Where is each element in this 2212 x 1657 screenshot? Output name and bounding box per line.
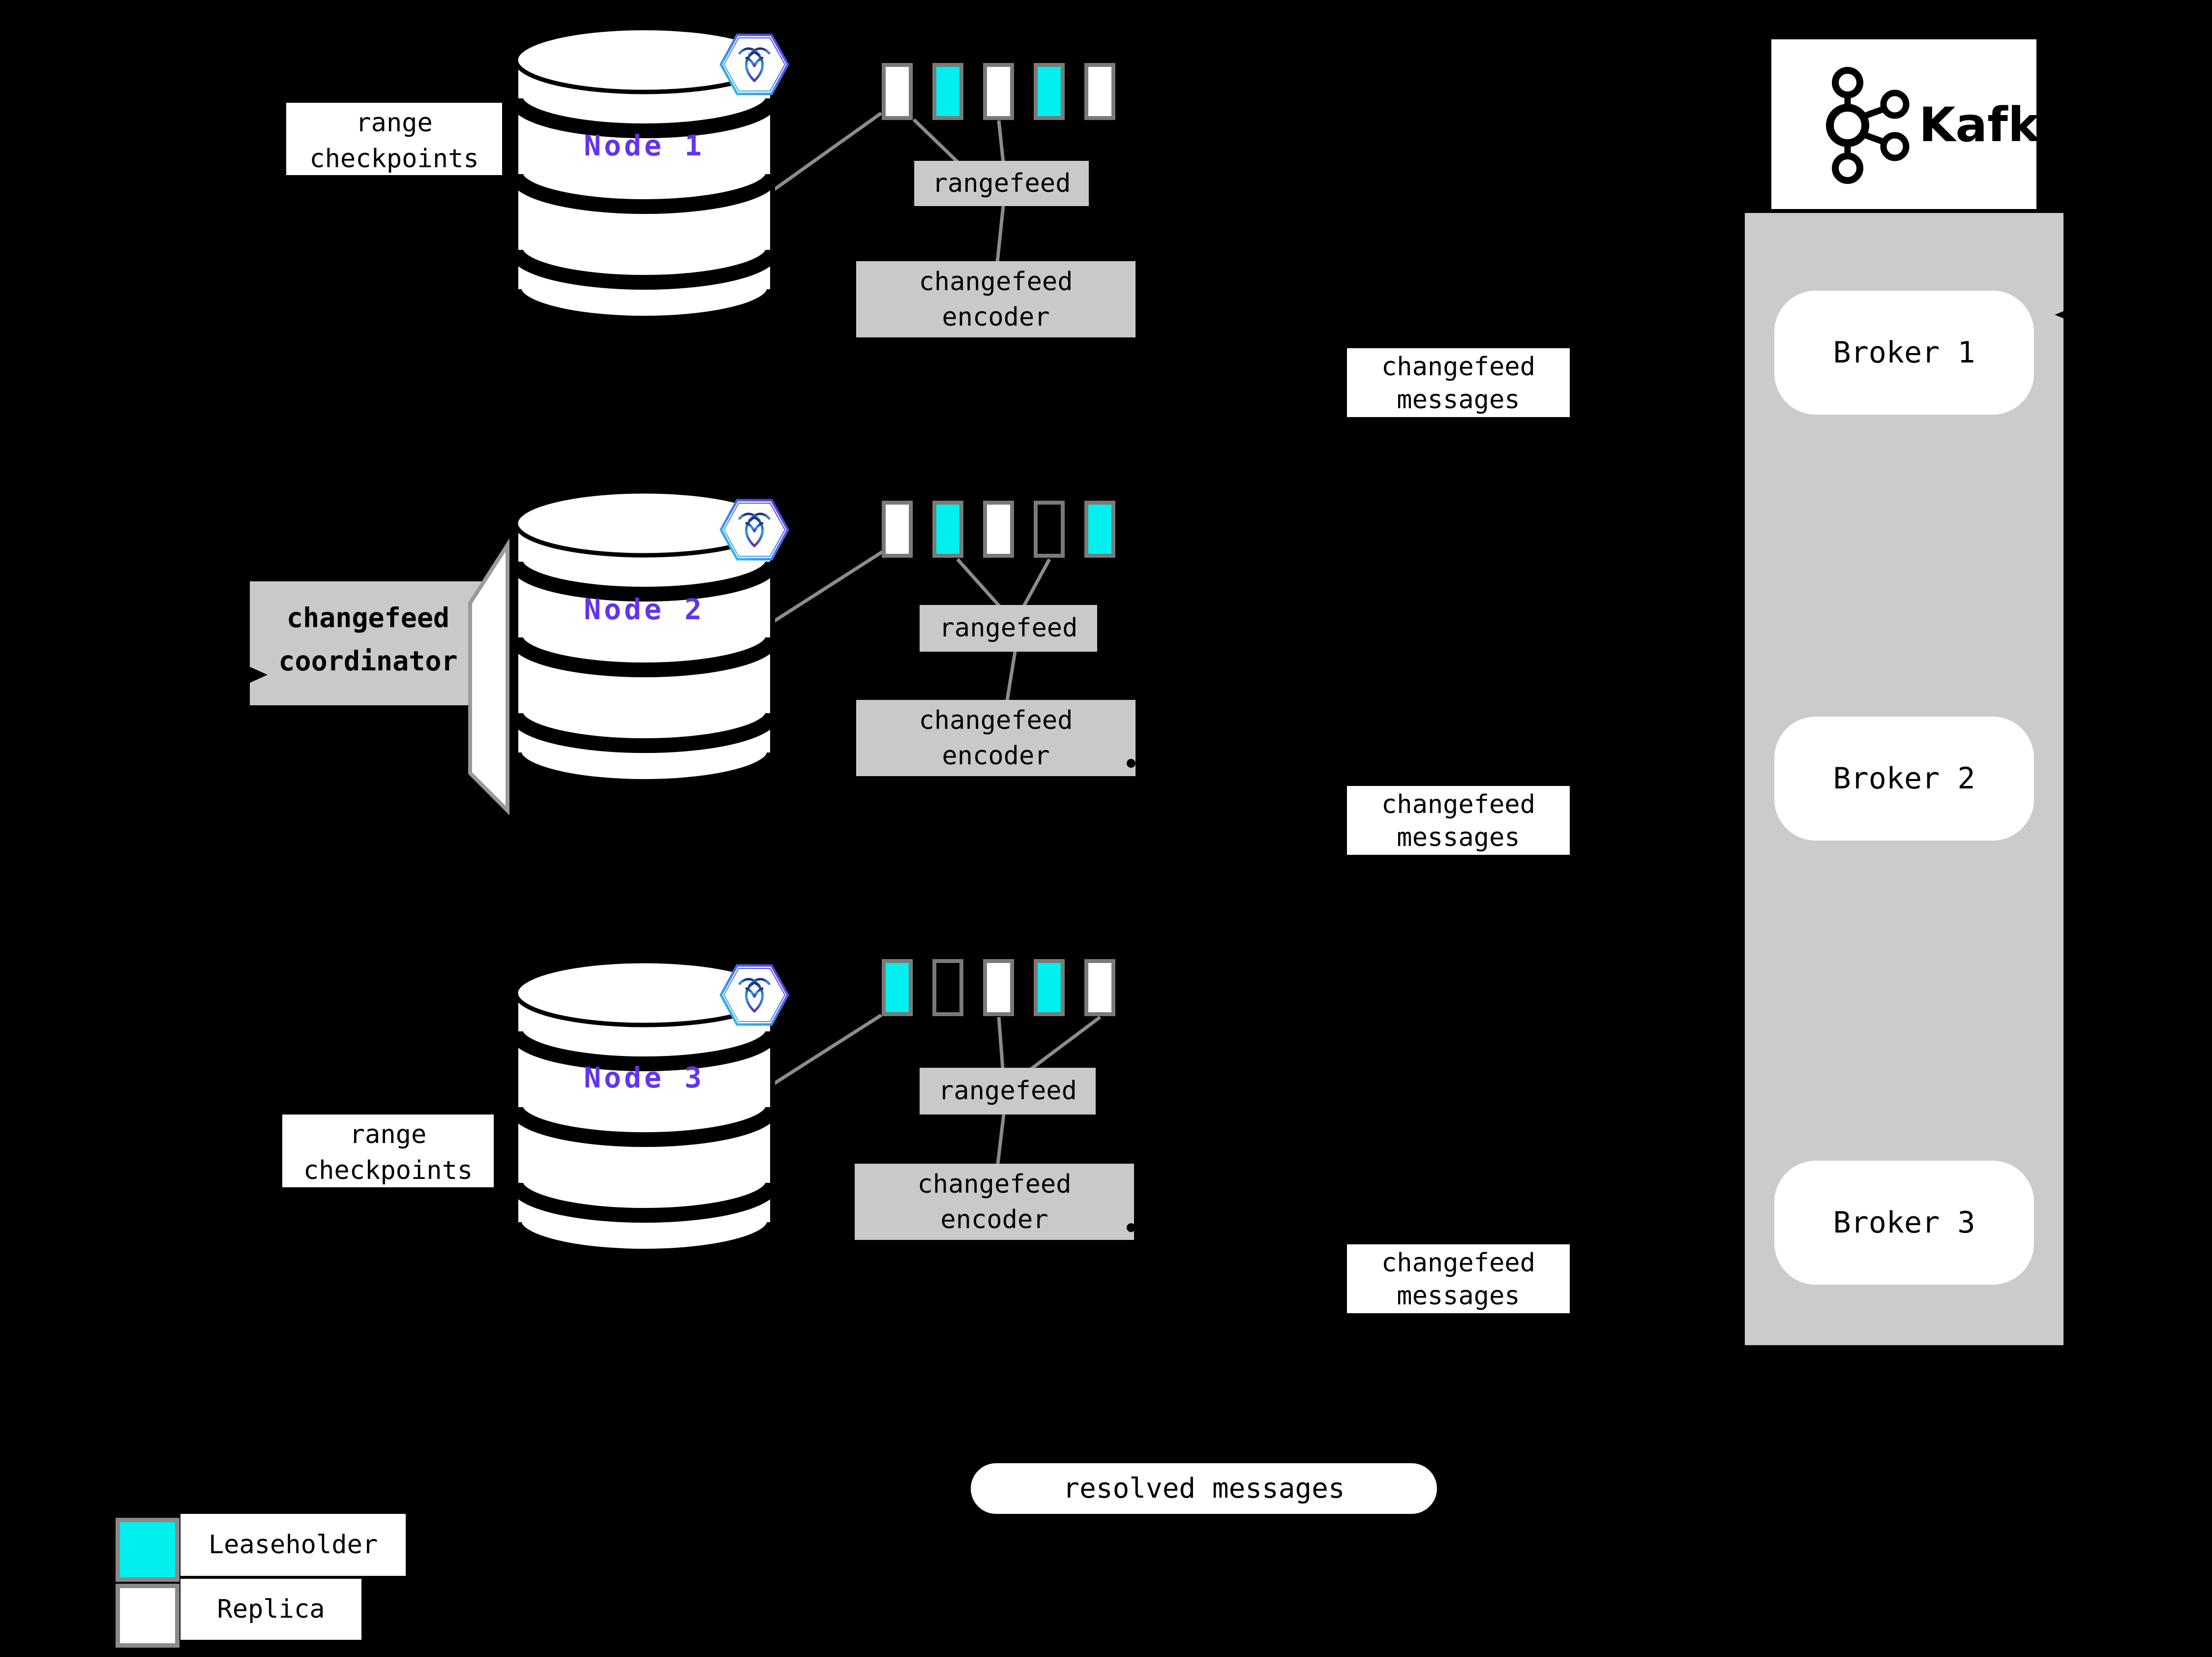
wire-range-to-rangefeed-2a	[956, 558, 1001, 607]
range-checkpoints-line1: range	[349, 1120, 427, 1149]
rangefeed-label: rangefeed	[938, 1076, 1077, 1106]
range-rect	[932, 501, 963, 558]
changefeed-coordinator-box: changefeed coordinator	[250, 581, 486, 705]
messages-line1: changefeed	[1381, 1248, 1536, 1278]
range-rect	[1034, 501, 1065, 558]
wire-node1-to-ranges	[768, 112, 883, 194]
wire-range-to-rangefeed-3b	[1030, 1016, 1102, 1070]
range-checkpoints-label-top: range checkpoints	[286, 103, 502, 175]
resolved-messages-pill: resolved messages	[971, 1463, 1437, 1514]
kafka-broker-column: Broker 1 Broker 2 Broker 3	[1745, 213, 2063, 1345]
encoder-line1: changefeed	[917, 1170, 1072, 1199]
arrow-tail-dot	[1127, 1223, 1136, 1232]
legend-leaseholder-swatch	[116, 1518, 179, 1582]
range-rect	[983, 501, 1014, 558]
rangefeed-box-2: rangefeed	[920, 605, 1097, 652]
range-rect	[1034, 63, 1065, 120]
wire-node3-to-ranges	[766, 1014, 882, 1089]
range-rect	[882, 63, 913, 120]
wire-range-to-rangefeed-1a	[912, 118, 959, 164]
broker-3-label: Broker 3	[1833, 1205, 1975, 1240]
messages-line2: messages	[1397, 1281, 1520, 1311]
messages-line2: messages	[1397, 823, 1520, 852]
changefeed-messages-label-3: changefeed messages	[1347, 1244, 1570, 1313]
range-checkpoints-line2: checkpoints	[309, 144, 479, 174]
wire-range-to-rangefeed-3a	[997, 1017, 1005, 1069]
kafka-header-box: Kafka	[1771, 39, 2071, 209]
node-2-label: Node 2	[584, 593, 705, 626]
rangefeed-box-1: rangefeed	[914, 161, 1089, 206]
messages-line1: changefeed	[1381, 352, 1536, 382]
cockroachdb-icon	[719, 33, 789, 95]
kafka-title: Kafka	[1919, 97, 2071, 152]
arrow-tail-dot	[1127, 759, 1136, 768]
range-checkpoints-line1: range	[356, 108, 433, 138]
wire-rangefeed-to-encoder-2	[1005, 651, 1017, 701]
broker-1-label: Broker 1	[1833, 335, 1975, 370]
range-rect	[882, 959, 913, 1016]
wire-range-to-rangefeed-2b	[1022, 558, 1051, 607]
range-rect	[983, 959, 1014, 1016]
legend-replica-label: Replica	[217, 1595, 325, 1624]
arrowhead-into-brokers	[2055, 306, 2075, 323]
broker-3: Broker 3	[1774, 1161, 2034, 1285]
range-rect	[932, 63, 963, 120]
broker-2-label: Broker 2	[1833, 761, 1975, 796]
wire-node2-to-ranges	[766, 550, 883, 627]
node-cylinder-1	[511, 26, 777, 326]
coordinator-pointer-ribbon	[468, 538, 509, 815]
rangefeed-box-3: rangefeed	[920, 1068, 1096, 1115]
messages-line2: messages	[1397, 385, 1520, 415]
range-rect	[983, 63, 1014, 120]
coordinator-line2: coordinator	[278, 645, 458, 677]
range-rect	[1084, 501, 1115, 558]
wire-rangefeed-to-encoder-1	[995, 206, 1005, 263]
messages-line1: changefeed	[1381, 790, 1536, 819]
ribbon-shape	[468, 538, 509, 815]
changefeed-encoder-box-3: changefeed encoder	[855, 1164, 1134, 1240]
node-1-label: Node 1	[584, 129, 705, 162]
encoder-line1: changefeed	[919, 267, 1073, 297]
range-rect	[1084, 63, 1115, 120]
wire-range-to-rangefeed-1b	[997, 120, 1005, 163]
changefeed-encoder-box-2: changefeed encoder	[856, 700, 1136, 776]
kafka-logo-icon	[1826, 67, 1910, 184]
encoder-line2: encoder	[940, 1205, 1048, 1235]
broker-2: Broker 2	[1774, 717, 2034, 841]
cockroachdb-icon	[719, 499, 789, 561]
node-3-label: Node 3	[584, 1061, 705, 1094]
range-checkpoints-label-bottom: range checkpoints	[282, 1115, 494, 1187]
legend-leaseholder-labelbox: Leaseholder	[180, 1514, 406, 1576]
cockroachdb-icon	[719, 964, 789, 1026]
changefeed-messages-label-1: changefeed messages	[1347, 348, 1570, 417]
encoder-line1: changefeed	[919, 706, 1073, 735]
range-rect	[1084, 959, 1115, 1016]
range-checkpoints-line2: checkpoints	[303, 1156, 473, 1185]
wire-rangefeed-to-encoder-3	[996, 1114, 1006, 1164]
encoder-line2: encoder	[942, 302, 1050, 332]
range-rect	[932, 959, 963, 1016]
resolved-messages-label: resolved messages	[1063, 1473, 1345, 1505]
legend-replica-swatch	[116, 1584, 179, 1648]
coordinator-line1: changefeed	[286, 602, 450, 633]
legend-replica-labelbox: Replica	[180, 1579, 361, 1640]
node-cylinder-2	[511, 489, 777, 789]
legend-leaseholder-label: Leaseholder	[208, 1530, 378, 1560]
range-rect	[1034, 959, 1065, 1016]
broker-1: Broker 1	[1774, 291, 2034, 415]
arrowhead-into-coordinator	[248, 666, 268, 684]
encoder-line2: encoder	[942, 741, 1050, 771]
changefeed-messages-label-2: changefeed messages	[1347, 786, 1570, 855]
rangefeed-label: rangefeed	[939, 613, 1078, 643]
range-rect	[882, 501, 913, 558]
changefeed-encoder-box-1: changefeed encoder	[856, 261, 1136, 337]
rangefeed-label: rangefeed	[932, 169, 1071, 198]
